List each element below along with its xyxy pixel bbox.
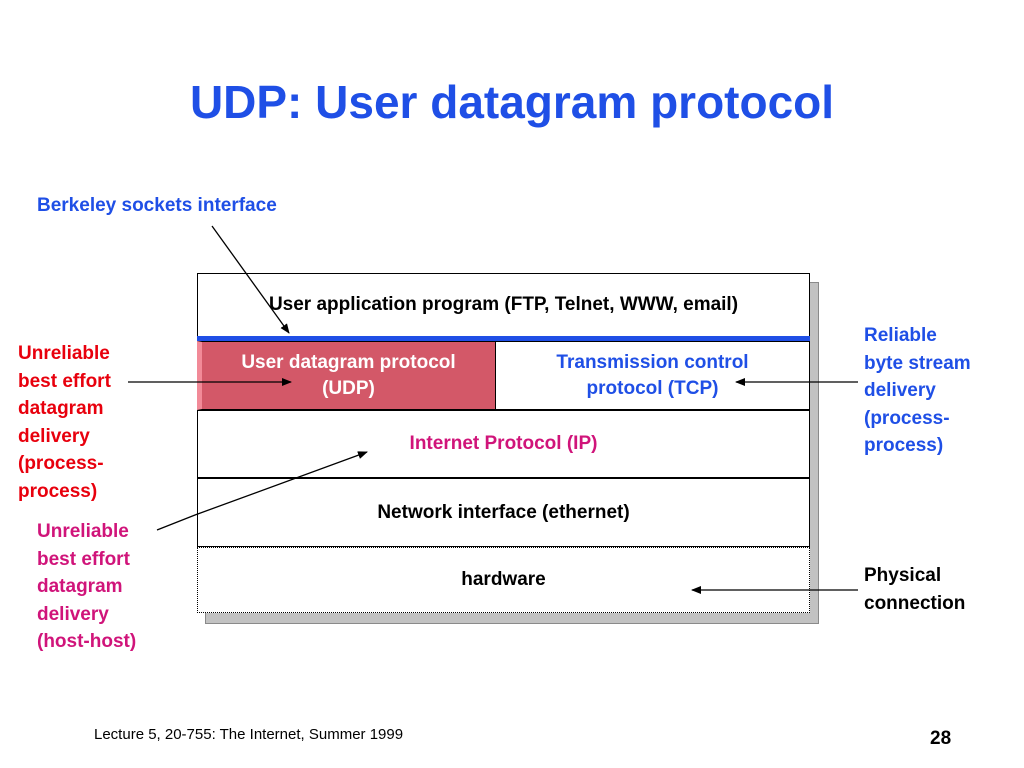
ip-layer-label: Internet Protocol (IP) bbox=[409, 433, 598, 454]
unreliable-host-line: delivery bbox=[37, 603, 109, 625]
application-layer-label: User application program (FTP, Telnet, W… bbox=[268, 294, 739, 315]
reliable-stream-line: Reliable bbox=[864, 325, 937, 346]
unreliable-host-line: (host-host) bbox=[37, 631, 137, 652]
tcp-layer: Transmission control protocol (TCP) bbox=[495, 341, 810, 410]
unreliable-process-line: (process- bbox=[18, 453, 104, 474]
unreliable-process-line: datagram bbox=[18, 398, 104, 419]
unreliable-host-line: datagram bbox=[37, 576, 123, 597]
sockets-interface-line bbox=[197, 336, 810, 341]
unreliable-host-line: best effort bbox=[37, 548, 130, 570]
unreliable-process-line: delivery bbox=[18, 425, 90, 447]
network-interface-label: Network interface (ethernet) bbox=[377, 501, 630, 523]
hardware-label: hardware bbox=[461, 569, 546, 590]
unreliable-process-line: Unreliable bbox=[18, 343, 110, 364]
physical-connection-label: Physical connection bbox=[864, 562, 965, 617]
unreliable-host-line: Unreliable bbox=[37, 521, 129, 542]
unreliable-process-line: best effort bbox=[18, 370, 111, 392]
reliable-stream-label: Reliable byte stream delivery (process- … bbox=[864, 322, 971, 460]
reliable-stream-line: process) bbox=[864, 435, 944, 456]
reliable-stream-line: (process- bbox=[864, 407, 950, 429]
tcp-layer-label: protocol (TCP) bbox=[586, 377, 719, 399]
ip-layer: Internet Protocol (IP) bbox=[197, 410, 810, 478]
udp-layer-label: User datagram protocol bbox=[241, 351, 456, 373]
unreliable-process-line: process) bbox=[18, 480, 98, 502]
udp-layer: User datagram protocol (UDP) bbox=[197, 341, 496, 410]
unreliable-host-label: Unreliable best effort datagram delivery… bbox=[37, 518, 136, 656]
footer-lecture: Lecture 5, 20-755: The Internet, Summer … bbox=[94, 726, 404, 743]
slide-title: UDP: User datagram protocol bbox=[189, 76, 835, 128]
physical-connection-line: connection bbox=[864, 592, 966, 614]
hardware-layer: hardware bbox=[197, 547, 810, 613]
application-layer: User application program (FTP, Telnet, W… bbox=[197, 273, 810, 337]
berkeley-sockets-label: Berkeley sockets interface bbox=[37, 195, 277, 216]
tcp-layer-label: Transmission control bbox=[556, 351, 749, 373]
unreliable-process-label: Unreliable best effort datagram delivery… bbox=[18, 340, 111, 505]
reliable-stream-line: delivery bbox=[864, 380, 936, 401]
reliable-stream-line: byte stream bbox=[864, 352, 971, 374]
page-number: 28 bbox=[930, 728, 952, 749]
udp-layer-label: (UDP) bbox=[322, 377, 375, 399]
physical-connection-line: Physical bbox=[864, 565, 942, 586]
network-interface-layer: Network interface (ethernet) bbox=[197, 478, 810, 547]
